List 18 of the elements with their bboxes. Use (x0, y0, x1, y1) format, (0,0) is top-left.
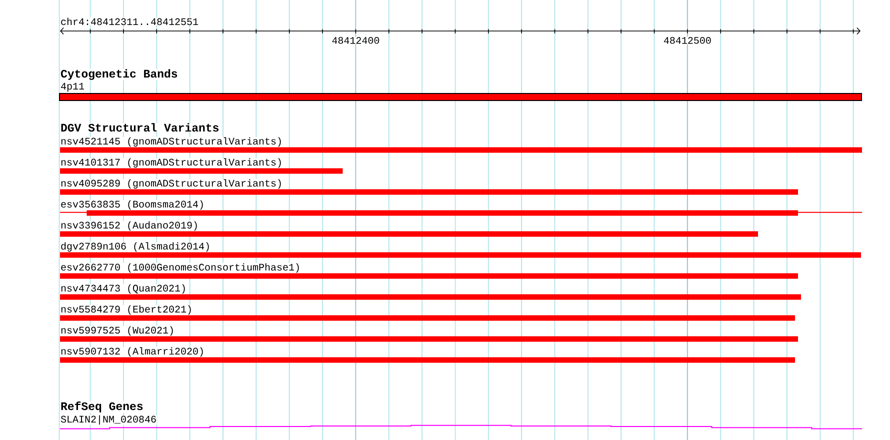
variant-label: nsv5584279 (Ebert2021) (60, 304, 193, 315)
variant-label: nsv5907132 (Almarri2020) (60, 346, 205, 357)
variant-label: nsv5997525 (Wu2021) (60, 326, 175, 336)
gene-label: SLAIN2|NM_020846 (60, 414, 157, 425)
variant-label: nsv4521145 (gnomADStructuralVariants) (60, 136, 283, 147)
variant-label: nsv4734473 (Quan2021) (60, 284, 187, 294)
variant-label: nsv3396152 (Audano2019) (60, 220, 199, 231)
variant-label: nsv4095289 (gnomADStructuralVariants) (60, 178, 283, 189)
variant-label: dgv2789n106 (Alsmadi2014) (60, 242, 211, 252)
variant-label: nsv4101317 (gnomADStructuralVariants) (60, 158, 283, 168)
variant-label: esv3563835 (Boomsma2014) (60, 200, 205, 210)
track-title: DGV Structural Variants (60, 122, 220, 132)
variant-label: esv2662770 (1000GenomesConsortiumPhase1) (60, 262, 301, 273)
region-label: chr4:48412311..48412551 (60, 17, 199, 26)
tick-label: 48412500 (663, 36, 712, 44)
band-label: 4p11 (60, 82, 85, 92)
tick-label: 48412400 (331, 36, 380, 44)
track-title: Cytogenetic Bands (60, 68, 178, 80)
